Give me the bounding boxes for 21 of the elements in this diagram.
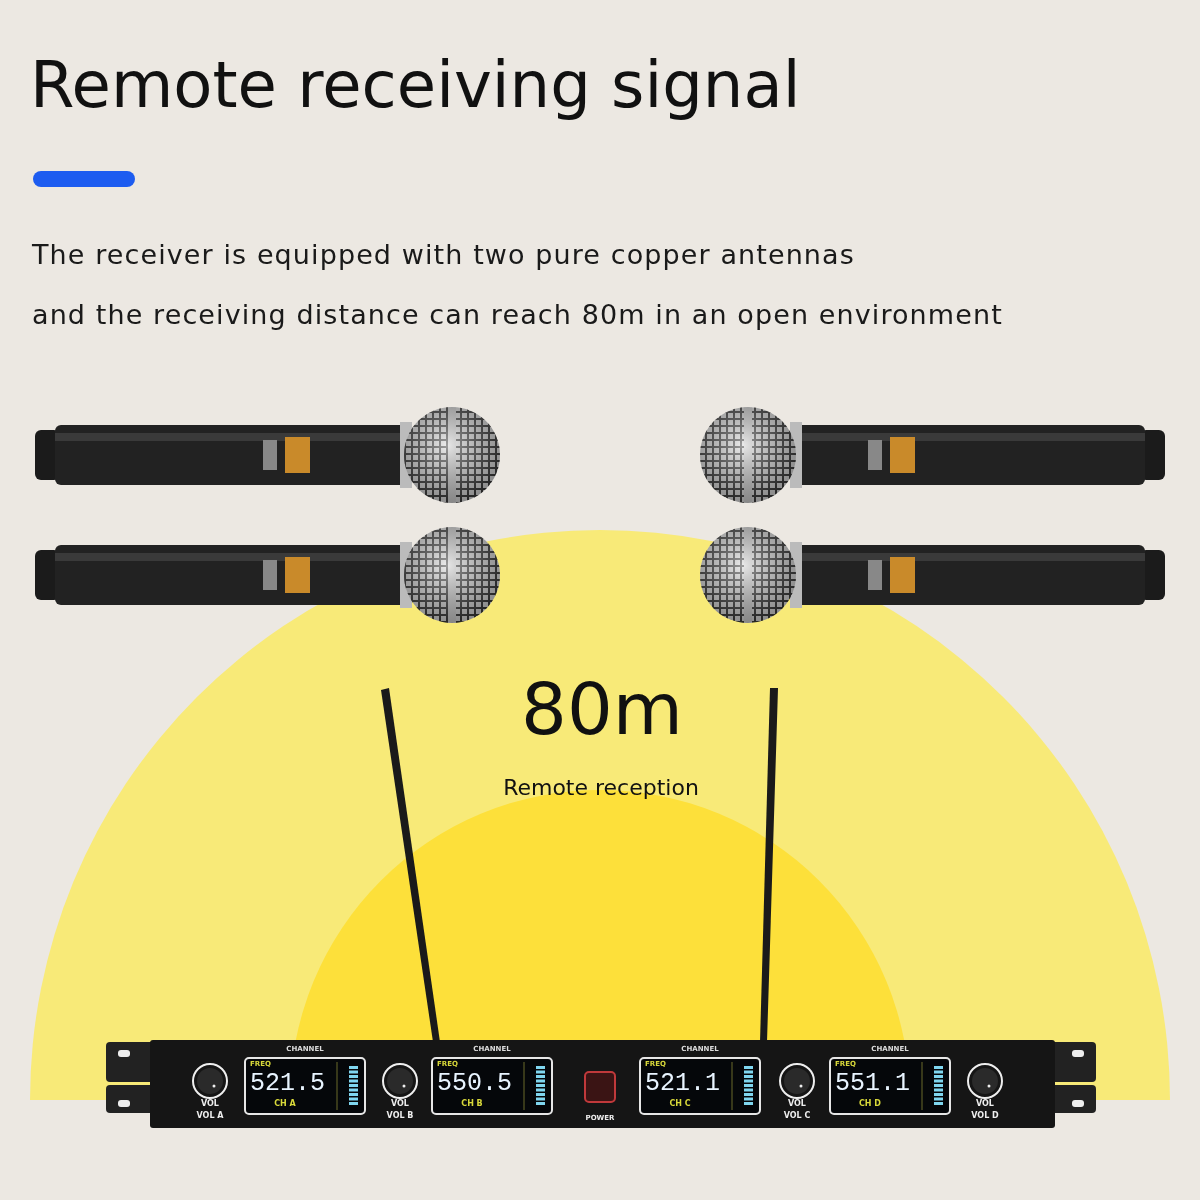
range-value: 80m [521, 670, 683, 750]
display-label: CH C [669, 1100, 691, 1109]
knob-label: VOL [976, 1100, 994, 1109]
frequency-readout: 521.5 [250, 1070, 325, 1098]
knob-label: VOL D [971, 1112, 999, 1121]
description-text: and the receiving distance can reach 80m in an open environment [32, 300, 1003, 330]
knob-label: VOL B [386, 1112, 414, 1121]
knob-label: VOL [788, 1100, 806, 1109]
knob-label: VOL [201, 1100, 219, 1109]
knob-label: VOL C [783, 1112, 811, 1121]
description-text: The receiver is equipped with two pure copper antennas [32, 240, 855, 270]
knob-label: VOL A [196, 1112, 224, 1121]
knob-label: VOL [391, 1100, 409, 1109]
display-label: CH B [461, 1100, 483, 1109]
frequency-readout: 521.1 [645, 1070, 720, 1098]
frequency-readout: 551.1 [835, 1070, 910, 1098]
display-label: CH A [274, 1100, 296, 1109]
frequency-readout: 550.5 [437, 1070, 512, 1098]
title: Remote receiving signal [30, 50, 801, 121]
range-caption: Remote reception [503, 776, 699, 801]
display-label: CH D [859, 1100, 881, 1109]
